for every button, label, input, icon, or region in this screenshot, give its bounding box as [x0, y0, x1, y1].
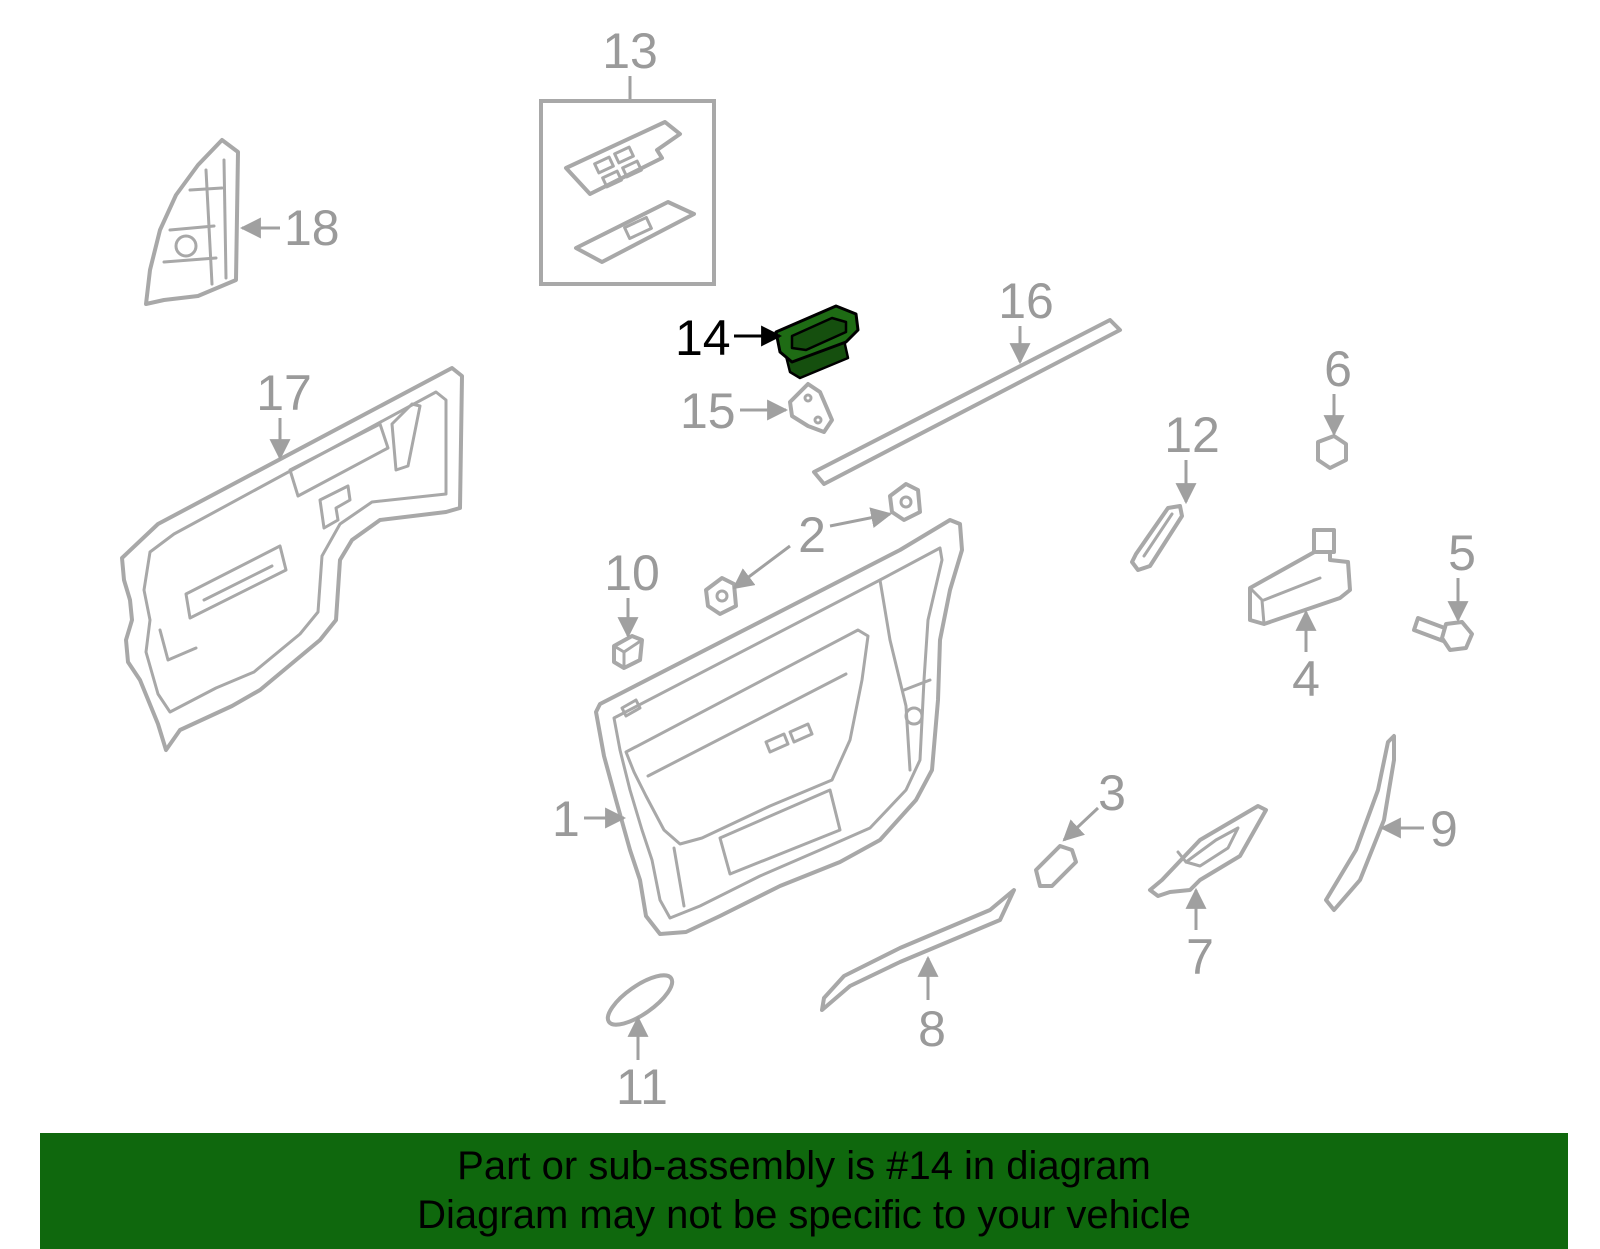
callout-6-number: 6: [1324, 341, 1352, 397]
callout-13-number: 13: [602, 23, 658, 79]
callout-14: 14: [675, 310, 783, 366]
callout-7: 7: [1185, 887, 1214, 985]
callout-8: 8: [917, 955, 946, 1057]
callout-1: 1: [552, 791, 627, 847]
part-9-vertical-trim[interactable]: [1324, 734, 1396, 912]
callout-2-number: 2: [798, 507, 826, 563]
callout-10-number: 10: [604, 545, 660, 601]
callout-17-number: 17: [256, 365, 312, 421]
callout-5: 5: [1447, 525, 1476, 623]
callout-14-number: 14: [675, 310, 731, 366]
callout-5-number: 5: [1448, 525, 1476, 581]
callout-4-number: 4: [1292, 651, 1320, 707]
callout-13: 13: [602, 23, 658, 99]
part-8-trim-strip[interactable]: [820, 888, 1016, 1012]
callout-18-number: 18: [284, 200, 340, 256]
callout-15-number: 15: [680, 383, 736, 439]
info-banner: Part or sub-assembly is #14 in diagram D…: [40, 1133, 1568, 1249]
part-6-nut[interactable]: [1316, 434, 1348, 470]
callout-9-number: 9: [1430, 801, 1458, 857]
callout-10: 10: [604, 545, 660, 639]
part-14-switch-bezel-highlighted[interactable]: [774, 304, 860, 380]
callout-17: 17: [256, 365, 312, 461]
callout-3: 3: [1062, 765, 1126, 842]
callout-12: 12: [1164, 407, 1220, 505]
part-13-switch-kit[interactable]: [539, 99, 716, 286]
callout-6: 6: [1323, 341, 1352, 437]
callout-2: 2: [732, 507, 893, 590]
part-17-inner-panel[interactable]: [120, 366, 464, 752]
callout-7-number: 7: [1186, 929, 1214, 985]
part-12-pull-cup[interactable]: [1130, 504, 1184, 572]
callout-3-number: 3: [1098, 765, 1126, 821]
callout-16-number: 16: [998, 273, 1054, 329]
part-3-bulb[interactable]: [1034, 844, 1078, 888]
part-4-handle-housing[interactable]: [1248, 528, 1352, 626]
part-11-cover-cap[interactable]: [601, 967, 679, 1034]
banner-line-part-number: Part or sub-assembly is #14 in diagram: [457, 1144, 1151, 1188]
callout-11-number: 11: [616, 1059, 668, 1115]
banner-line-disclaimer: Diagram may not be specific to your vehi…: [417, 1193, 1191, 1237]
part-15-bracket[interactable]: [788, 382, 834, 434]
callout-12-number: 12: [1164, 407, 1220, 463]
part-2-retainer-clip-right[interactable]: [888, 482, 922, 522]
part-16-belt-molding[interactable]: [812, 318, 1122, 486]
part-2-retainer-clip-left[interactable]: [704, 576, 738, 616]
part-10-clip[interactable]: [612, 634, 644, 670]
part-18-mirror-trim[interactable]: [144, 138, 240, 306]
part-1-door-trim-panel[interactable]: [594, 518, 964, 936]
callout-16: 16: [998, 273, 1054, 365]
callout-15: 15: [680, 383, 789, 439]
callout-11: 11: [616, 1015, 668, 1115]
callout-8-number: 8: [918, 1001, 946, 1057]
part-7-inside-handle[interactable]: [1148, 804, 1268, 898]
part-5-bolt[interactable]: [1412, 616, 1474, 652]
callout-1-number: 1: [552, 791, 580, 847]
callout-9: 9: [1379, 801, 1458, 857]
callout-18: 18: [239, 200, 340, 256]
callout-4: 4: [1292, 609, 1320, 707]
